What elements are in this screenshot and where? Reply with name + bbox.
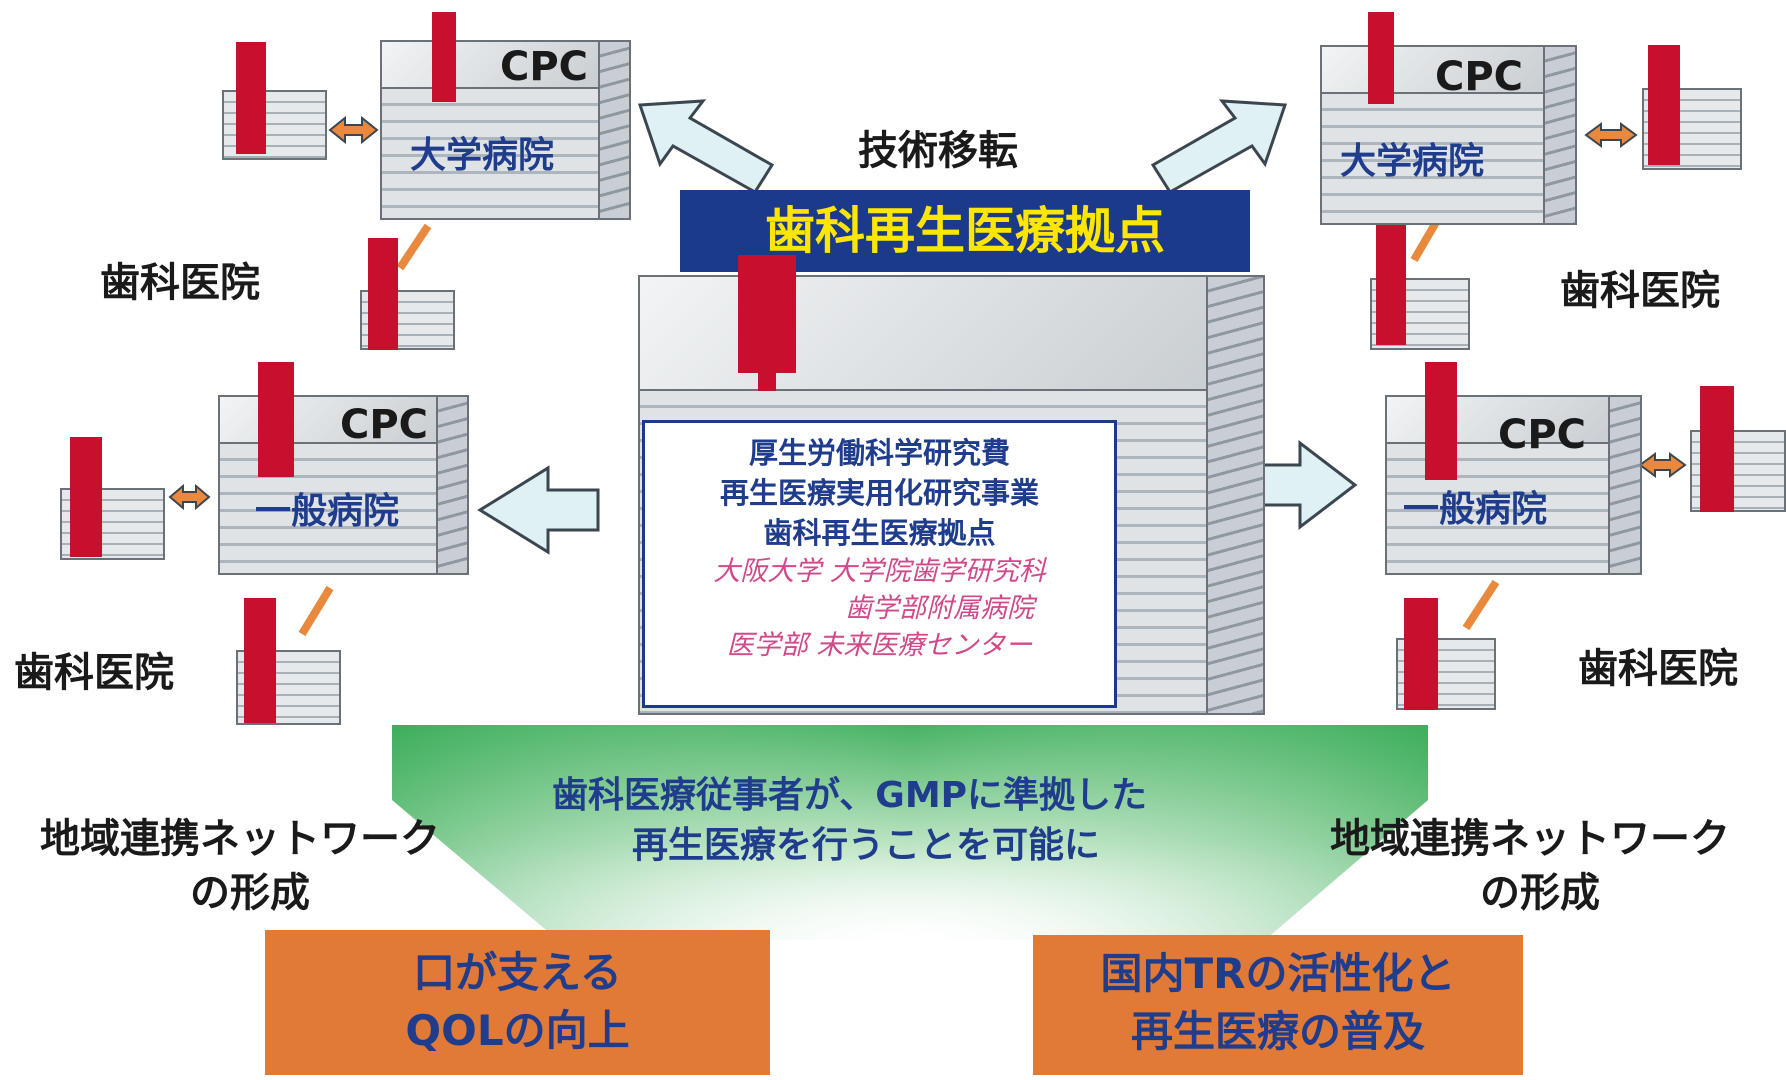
info-line-2: 再生医療実用化研究事業 [719, 476, 1039, 510]
goal-right-line1: 国内TRの活性化と [1100, 949, 1456, 998]
institution-line-1: 大阪大学 大学院歯学研究科 [713, 556, 1046, 587]
arrow-to-top-left [637, 99, 775, 195]
goal-left-line1: 口が支える [413, 948, 622, 997]
center-message-line1: 歯科医療従事者が、GMPに準拠した [552, 775, 1148, 816]
bottom-right-hospital-label: 一般病院 [1403, 489, 1548, 530]
link-arrow-bl-side [168, 483, 211, 511]
bottom-right-hospital-building [1385, 395, 1642, 575]
link-arrows [168, 115, 1687, 511]
center-building-red-bar-tip [758, 373, 776, 391]
goal-left-box: 口が支える QOLの向上 [265, 930, 770, 1075]
bottom-left-hospital-building [218, 395, 469, 575]
link-arrow-tl-side [328, 115, 379, 145]
goal-left-line2: QOLの向上 [405, 1006, 630, 1055]
center-building-side [1208, 275, 1265, 715]
network-label-left-line1: 地域連携ネットワーク [40, 816, 440, 862]
info-line-3: 歯科再生医療拠点 [763, 516, 996, 550]
info-line-1: 厚生労働科学研究費 [748, 436, 1010, 470]
top-right-side-clinic-bar [1648, 45, 1680, 165]
top-right-red-bar [1368, 12, 1394, 104]
bottom-left-red-bar [258, 362, 294, 477]
arrow-to-bottom-left [477, 465, 600, 555]
bottom-left-side-clinic-bar [70, 437, 102, 557]
center-building-roof [638, 275, 1208, 399]
top-right-clinic-label: 歯科医院 [1560, 268, 1720, 314]
top-left-red-bar [432, 12, 456, 102]
network-label-right-line1: 地域連携ネットワーク [1330, 816, 1730, 862]
bottom-left-cpc-label: CPC [340, 402, 429, 448]
link-arrow-br-side [1638, 452, 1687, 478]
top-left-clinic-label: 歯科医院 [100, 260, 260, 306]
technology-transfer-label: 技術移転 [858, 128, 1018, 174]
goal-right-line2: 再生医療の普及 [1130, 1007, 1425, 1056]
network-label-right-line2: の形成 [1480, 870, 1600, 916]
bottom-left-clinic-label: 歯科医院 [14, 650, 174, 696]
top-right-below-clinic-bar [1376, 225, 1406, 345]
network-label-left-line2: の形成 [190, 870, 310, 916]
top-right-cpc-label: CPC [1435, 54, 1524, 100]
top-left-hospital-label: 大学病院 [410, 135, 555, 176]
top-left-side-clinic-bar [236, 42, 266, 154]
bottom-left-below-clinic-bar [244, 598, 276, 723]
bottom-right-red-bar [1425, 362, 1457, 480]
bottom-right-below-clinic-bar [1404, 598, 1438, 710]
center-message-line2: 再生医療を行うことを可能に [632, 825, 1101, 866]
bottom-left-hospital-label: 一般病院 [255, 491, 400, 532]
goal-right-box: 国内TRの活性化と 再生医療の普及 [1033, 935, 1523, 1075]
project-info-box: 厚生労働科学研究費 再生医療実用化研究事業 歯科再生医療拠点 大阪大学 大学院歯… [642, 420, 1117, 708]
bottom-right-clinic-label: 歯科医院 [1578, 646, 1738, 692]
institution-line-2: 歯学部附属病院 [845, 593, 1034, 624]
top-left-cpc-label: CPC [500, 44, 589, 90]
transfer-arrows [477, 99, 1358, 555]
institution-line-3: 医学部 未来医療センター [726, 630, 1033, 661]
top-left-below-clinic-bar [368, 238, 398, 350]
link-arrow-tr-side [1584, 122, 1638, 148]
top-left-hospital-building [380, 40, 631, 220]
bottom-right-cpc-label: CPC [1498, 412, 1587, 458]
top-right-hospital-building [1320, 45, 1577, 225]
green-funnel [392, 725, 1428, 940]
arrow-to-top-right [1150, 99, 1288, 195]
bottom-right-side-clinic-bar [1700, 386, 1734, 512]
top-right-hospital-label: 大学病院 [1340, 141, 1485, 182]
center-building-red-bar [738, 255, 796, 373]
